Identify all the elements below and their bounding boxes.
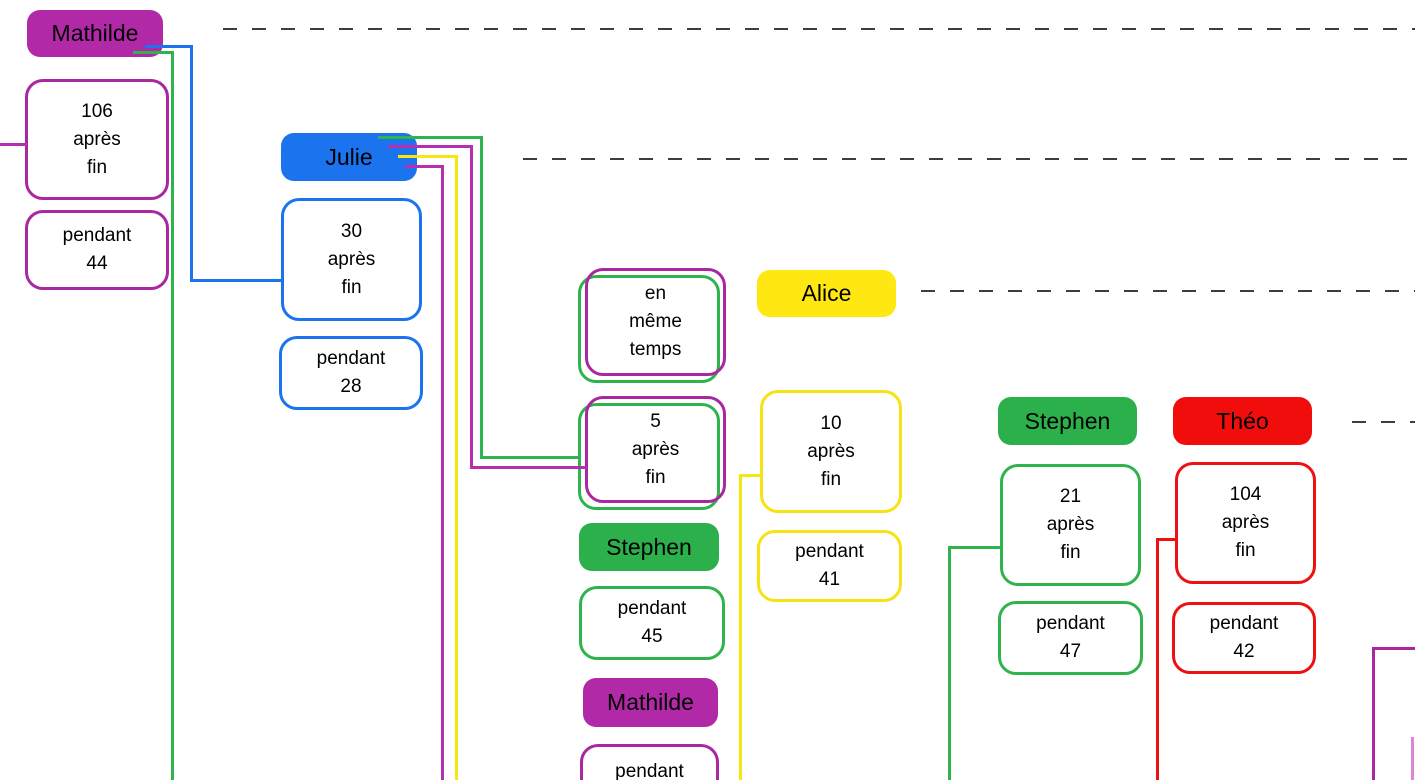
clipped-pink-edge-line [1411,737,1414,780]
connector-julie-green-v [480,136,483,458]
delay-box-mathilde-during: pendant 44 [25,210,169,290]
connector-green-left-h [133,51,174,54]
connector-julie-magenta2-h [405,165,444,168]
timeline-dash-mathilde [223,28,1415,30]
person-label-alice: Alice [757,270,896,317]
clipped-purple-box-left-edge [1372,647,1375,780]
person-label-stephen-right: Stephen [998,397,1137,445]
person-label-mathilde-top: Mathilde [27,10,163,57]
connector-blue-v [190,45,193,282]
same-time-box-green-outline [578,275,720,383]
person-label-mathilde-mid: Mathilde [583,678,718,727]
delay-box-theo-after: 104 après fin [1175,462,1316,584]
person-label-stephen-mid: Stephen [579,523,719,571]
person-label-theo: Théo [1173,397,1312,445]
connector-stephen-green-h [948,546,1002,549]
delay-box-mathilde-mid-during: pendant [580,744,719,780]
person-label-julie: Julie [281,133,417,181]
delay-box-mathilde-after: 106 après fin [25,79,169,200]
connector-julie-magenta2-v [441,165,444,780]
connector-alice-yellow-v [739,474,742,780]
delay-box-julie-after: 30 après fin [281,198,422,321]
connector-julie-green-h1 [378,136,483,139]
delay-box-theo-during: pendant 42 [1172,602,1316,674]
timeline-dash-alice [921,290,1415,292]
connector-theo-red-h [1156,538,1177,541]
delay-box-julie-during: pendant 28 [279,336,423,410]
same-time-box: en même temps [585,268,726,376]
connector-julie-green-h2 [480,456,580,459]
connector-stephen-green-v [948,546,951,780]
timeline-dash-julie [523,158,1415,160]
delay-box-stephen-right-during: pendant 47 [998,601,1143,675]
connector-blue-h1 [145,45,193,48]
delay-box-alice-during: pendant 41 [757,530,902,602]
connector-blue-h2 [190,279,281,282]
clipped-purple-box-top-edge [1372,647,1415,650]
connector-julie-magenta1-h1 [388,145,473,148]
connector-julie-yellow-v [455,155,458,780]
connector-julie-magenta1-h2 [470,466,587,469]
delay-box-stephen-right-after: 21 après fin [1000,464,1141,586]
delay-box-stephen-mid-during: pendant 45 [579,586,725,660]
connector-theo-red-v [1156,538,1159,780]
timeline-dash-theo [1352,421,1415,423]
connector-julie-yellow-h [398,155,458,158]
connector-green-left-v [171,51,174,780]
connector-left-magenta [0,143,27,146]
after5-box: 5 après fin [585,396,726,503]
connector-julie-magenta1-v [470,145,473,468]
delay-box-alice-after: 10 après fin [760,390,902,513]
connector-alice-yellow-h [739,474,762,477]
